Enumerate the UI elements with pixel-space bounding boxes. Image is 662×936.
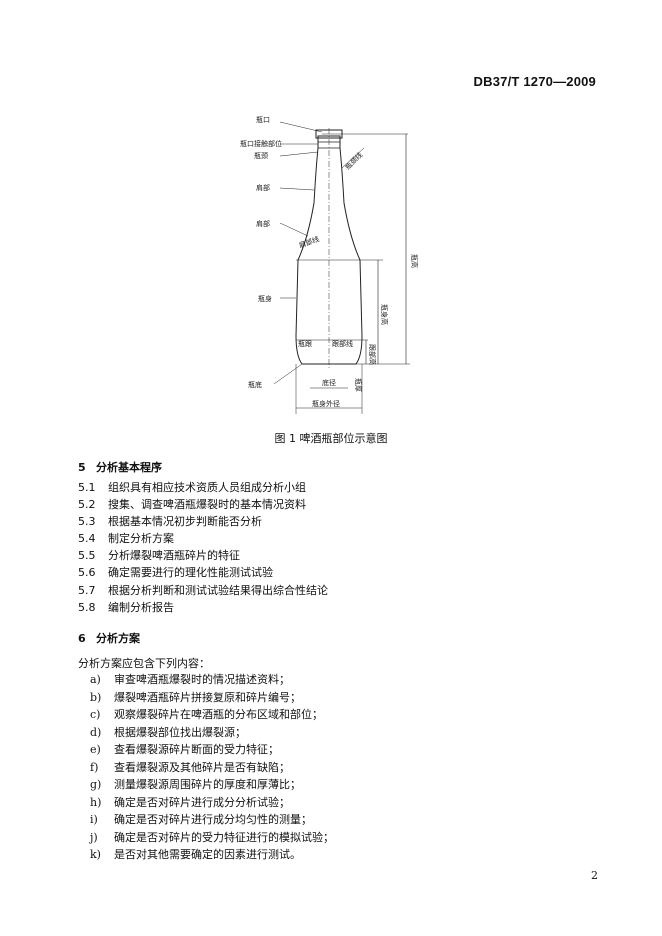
label-bottom: 瓶底 [248,380,262,389]
figure-caption: 图 1 啤酒瓶部位示意图 [274,432,388,445]
label-body-height: 瓶身高 [380,304,389,325]
label-heel-line: 跟部线 [332,339,353,348]
list-item: g)测量爆裂源周围碎片的厚度和厚薄比； [90,778,301,791]
label-heel-height: 跟部高 [368,344,377,365]
standard-code: DB37/T 1270—2009 [473,74,596,89]
list-item: f)查看爆裂源及其他碎片是否有缺陷； [90,760,290,774]
label-heel: 瓶跟 [298,339,312,348]
section-5-number: 5 [78,461,86,474]
list-item: h)确定是否对碎片进行成分分析试验； [90,795,290,809]
bottle-diagram-svg: 瓶口 瓶口接触部位 瓶颈 肩部 肩部 瓶身 瓶底 瓶颈线 肩部线 瓶跟 跟部线 … [240,115,419,414]
section-6-number: 6 [78,632,86,645]
list-item: i)确定是否对碎片进行成分均匀性的测量； [90,813,312,826]
list-item: c)观察爆裂碎片在啤酒瓶的分布区域和部位； [90,708,323,721]
list-item: j)确定是否对碎片的受力特征进行的模拟试验； [90,830,334,844]
label-bottom-thickness: 瓶厚 [354,378,363,392]
bottle-diagram: 瓶口 瓶口接触部位 瓶颈 肩部 肩部 瓶身 瓶底 瓶颈线 肩部线 瓶跟 跟部线 … [238,108,428,420]
page-number: 2 [591,869,598,882]
section-5-heading: 5 分析基本程序 [78,459,162,475]
list-item: k)是否对其他需要确定的因素进行测试。 [90,848,301,861]
label-shoulder: 肩部 [256,183,270,192]
section-6-intro: 分析方案应包含下列内容： [78,657,210,670]
label-body-diameter: 瓶身外径 [312,399,340,408]
label-neck: 瓶颈 [254,151,268,160]
list-item: a)审查啤酒瓶爆裂时的情况描述资料； [90,673,290,686]
section-5-title: 分析基本程序 [96,461,162,474]
section-6-title: 分析方案 [96,632,140,645]
list-item: e)查看爆裂源碎片断面的受力特征； [90,743,279,756]
label-base-width: 底径 [322,378,336,387]
label-body: 瓶身 [258,294,272,303]
label-mouth-hardware: 瓶口接触部位 [240,139,282,148]
section-6-heading: 6 分析方案 [78,630,140,646]
list-item: b)爆裂啤酒瓶碎片拼接复原和碎片编号； [90,690,301,704]
label-mouth: 瓶口 [256,115,270,124]
label-height: 瓶高 [410,254,419,268]
label-shoulder-line: 肩部线 [298,234,321,250]
label-neck-line: 瓶颈线 [343,150,364,171]
section-6-item-list: a)审查啤酒瓶爆裂时的情况描述资料； b)爆裂啤酒瓶碎片拼接复原和碎片编号； c… [90,671,334,864]
list-item: d)根据爆裂部位找出爆裂源； [90,725,246,739]
label-shoulder-side: 肩部 [256,219,270,228]
